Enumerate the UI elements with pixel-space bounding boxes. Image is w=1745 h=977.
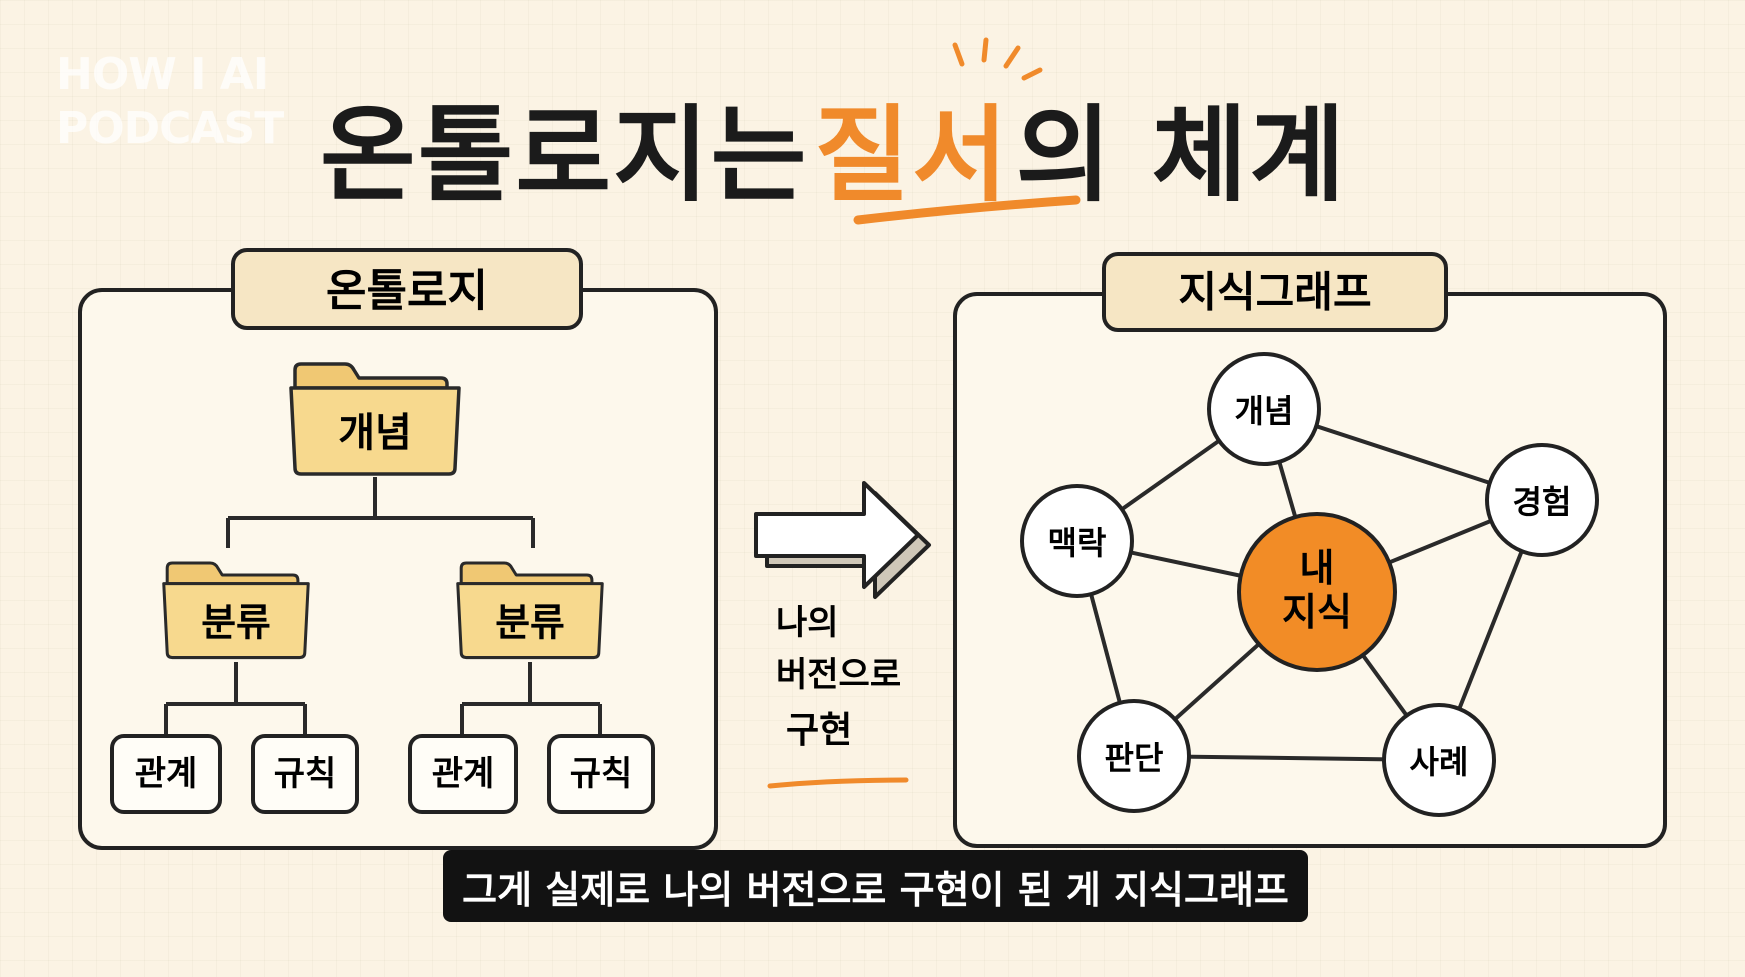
graph-node-context-label: 맥락 bbox=[1048, 524, 1107, 562]
category-folder-right: 분류 bbox=[456, 561, 604, 660]
graph-node-case-label: 사례 bbox=[1410, 743, 1469, 781]
graph-node-experience-label: 경험 bbox=[1513, 483, 1572, 521]
knowledge-graph-header: 지식그래프 bbox=[1178, 268, 1371, 317]
leaf-label-rule-2: 규칙 bbox=[570, 754, 633, 794]
graph-node-judgment: 판단 bbox=[1077, 699, 1191, 813]
graph-node-context: 맥락 bbox=[1020, 484, 1134, 598]
leaf-label-rule-1: 규칙 bbox=[274, 754, 337, 794]
leaf-box-relation-2: 관계 bbox=[408, 734, 518, 814]
leaf-box-rule-1: 규칙 bbox=[251, 734, 359, 814]
leaf-label-relation-2: 관계 bbox=[432, 754, 495, 794]
ontology-tree-lines bbox=[164, 477, 602, 736]
title-part-before: 온톨로지는 bbox=[320, 93, 809, 216]
graph-center-node: 내 지식 bbox=[1237, 512, 1397, 672]
title-part-after: 의 체계 bbox=[1015, 93, 1348, 216]
page-title: 온톨로지는 질서 의 체계 bbox=[320, 70, 1440, 220]
subtitle-caption: 그게 실제로 나의 버전으로 구현이 된 게 지식그래프 bbox=[443, 850, 1308, 922]
category-folder-left-label: 분류 bbox=[201, 600, 271, 644]
graph-node-concept-label: 개념 bbox=[1235, 392, 1294, 430]
leaf-box-rule-2: 규칙 bbox=[547, 734, 655, 814]
ontology-header: 온톨로지 bbox=[326, 266, 488, 317]
transition-label: 나의 버전으로 구현 bbox=[767, 603, 909, 789]
watermark-line-1: HOW I AI bbox=[56, 49, 269, 100]
transition-line-2: 버전으로 bbox=[776, 655, 901, 695]
ontology-panel: 온톨로지 개념 분류 분류 관계 bbox=[78, 248, 718, 850]
concept-folder-label: 개념 bbox=[338, 410, 412, 456]
leaf-box-relation-1: 관계 bbox=[110, 734, 222, 814]
center-node-line-2: 지식 bbox=[1282, 590, 1352, 634]
graph-node-experience: 경험 bbox=[1485, 443, 1599, 557]
transition-line-3: 구현 bbox=[786, 710, 852, 751]
graph-node-judgment-label: 판단 bbox=[1105, 739, 1164, 777]
title-accent-decoration bbox=[853, 37, 1081, 225]
knowledge-graph-panel: 지식그래프 내 지식 개념 경험 맥락 bbox=[953, 252, 1667, 848]
subtitle-caption-text: 그게 실제로 나의 버전으로 구현이 된 게 지식그래프 bbox=[462, 867, 1289, 912]
graph-node-case: 사례 bbox=[1382, 703, 1496, 817]
title-accent-word: 질서 bbox=[814, 93, 1010, 216]
concept-folder: 개념 bbox=[289, 362, 461, 476]
category-folder-left: 분류 bbox=[162, 561, 310, 660]
center-node-line-1: 내 bbox=[1300, 546, 1335, 590]
category-folder-right-label: 분류 bbox=[495, 600, 565, 644]
podcast-watermark: HOW I AI PODCAST bbox=[56, 48, 284, 156]
right-arrow-icon bbox=[754, 481, 931, 599]
watermark-line-2: PODCAST bbox=[56, 103, 284, 154]
graph-node-concept: 개념 bbox=[1207, 352, 1321, 466]
transition-line-1: 나의 bbox=[776, 603, 839, 643]
leaf-label-relation-1: 관계 bbox=[135, 754, 198, 794]
